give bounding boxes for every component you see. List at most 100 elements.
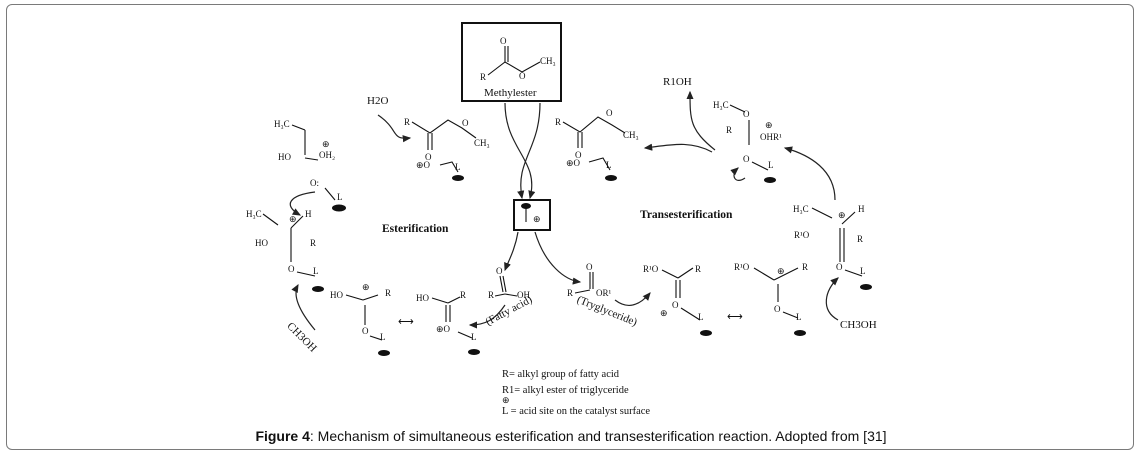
legend: R= alkyl group of fatty acid R1= alkyl e…	[502, 369, 650, 417]
figure-caption: Figure 4: Mechanism of simultaneous este…	[0, 428, 1142, 444]
svg-text:⊕: ⊕	[660, 308, 668, 318]
svg-text:R¹O: R¹O	[734, 262, 750, 272]
svg-text:O: O	[575, 150, 582, 160]
figure-frame	[6, 4, 1134, 450]
protonated-ester-right: R O O CH₃ ⊕O L	[555, 108, 639, 181]
svg-text:R: R	[310, 238, 316, 248]
svg-text:OH₂: OH₂	[319, 150, 335, 160]
svg-text:OH: OH	[517, 290, 530, 300]
transesterification-label: Transesterification	[640, 209, 733, 221]
svg-text:O: O	[743, 154, 750, 164]
svg-text:L: L	[768, 160, 774, 170]
water-label: H2O	[367, 95, 388, 107]
svg-text:⊕: ⊕	[289, 214, 297, 224]
legend-item-l: L = acid site on the catalyst surface	[502, 406, 650, 417]
svg-text:L: L	[471, 332, 477, 342]
svg-text:L: L	[455, 162, 461, 172]
svg-text:O: O	[496, 266, 503, 276]
svg-text:⊕: ⊕	[362, 282, 370, 292]
legend-item-r: R= alkyl group of fatty acid	[502, 369, 620, 380]
caption-label: Figure 4	[255, 428, 310, 444]
protonated-ester-left: R O O CH₃ ⊕O L	[404, 117, 490, 181]
esterification-label: Esterification	[382, 223, 449, 235]
resonance-left: ⟷	[398, 316, 414, 328]
svg-text:HO: HO	[278, 152, 291, 162]
svg-text:O: O	[774, 304, 781, 314]
svg-text:O: O	[836, 262, 843, 272]
methylester-box: O R O CH₃ Methylester	[461, 22, 562, 102]
svg-text:⊕: ⊕	[533, 214, 541, 224]
svg-text:⊕: ⊕	[322, 139, 330, 149]
svg-text:⊕: ⊕	[777, 266, 785, 276]
svg-text:OHR¹: OHR¹	[760, 132, 782, 142]
triglyceride: O R OR¹ (Tryglyceride)	[567, 262, 639, 329]
svg-text:⊕O: ⊕O	[436, 324, 451, 334]
svg-text:H₃C: H₃C	[274, 119, 290, 129]
svg-text:⊕: ⊕	[502, 395, 510, 405]
svg-text:L: L	[698, 312, 704, 322]
fatty-acid: O R OH (Fatty acid)	[484, 266, 535, 328]
svg-text:⊕: ⊕	[765, 120, 773, 130]
svg-text:⊕O: ⊕O	[416, 160, 431, 170]
right-mid-intermediate: H₃C ⊕ H R¹O R O L	[793, 204, 872, 290]
legend-item-r1: R1= alkyl ester of triglyceride	[502, 385, 629, 396]
svg-text:HO: HO	[255, 238, 268, 248]
svg-text:O: O	[288, 264, 295, 274]
svg-text:O:: O:	[310, 178, 319, 188]
svg-text:CH₃: CH₃	[540, 56, 556, 66]
caption-text: : Mechanism of simultaneous esterificati…	[309, 428, 887, 444]
triglyceride-label: (Tryglyceride)	[575, 294, 639, 329]
svg-text:H₃C: H₃C	[246, 209, 262, 219]
svg-text:L: L	[860, 266, 866, 276]
svg-text:R: R	[555, 117, 561, 127]
resonance-right: ⟷	[727, 311, 743, 323]
svg-text:L: L	[337, 192, 343, 202]
svg-text:R: R	[480, 72, 486, 82]
svg-text:O: O	[519, 71, 526, 81]
svg-text:⊕: ⊕	[838, 210, 846, 220]
svg-text:CH₃: CH₃	[474, 138, 490, 148]
svg-text:O: O	[462, 118, 469, 128]
svg-text:O: O	[586, 262, 593, 272]
svg-text:O: O	[425, 152, 432, 162]
svg-text:O: O	[606, 108, 613, 118]
svg-text:R: R	[726, 125, 732, 135]
svg-text:⊕O: ⊕O	[566, 158, 581, 168]
methanol-right-label: CH3OH	[840, 319, 877, 331]
svg-text:L: L	[606, 160, 612, 170]
svg-text:O: O	[362, 326, 369, 336]
alcohol-label: R1OH	[663, 76, 692, 88]
svg-text:R: R	[385, 288, 391, 298]
svg-text:L: L	[313, 266, 319, 276]
svg-text:R: R	[404, 117, 410, 127]
bottom-left-carbocation: HO ⊕ R O L	[330, 282, 391, 356]
catalyst-site: ⊕	[513, 199, 551, 231]
svg-text:R: R	[802, 262, 808, 272]
svg-text:O: O	[743, 109, 750, 119]
svg-text:CH₃: CH₃	[623, 130, 639, 140]
svg-text:R: R	[567, 288, 573, 298]
svg-text:O: O	[672, 300, 679, 310]
bottom-right-protonated-ester: R¹O R O ⊕ L	[643, 264, 712, 336]
svg-text:HO: HO	[330, 290, 343, 300]
svg-text:HO: HO	[416, 293, 429, 303]
bottom-right-carbocation: R¹O ⊕ R O L	[734, 262, 808, 336]
svg-text:R: R	[460, 290, 466, 300]
svg-text:R¹O: R¹O	[794, 230, 810, 240]
svg-text:R: R	[695, 264, 701, 274]
svg-text:O: O	[500, 36, 507, 46]
right-top-intermediate: H₃C O R OHR¹ ⊕ O L	[713, 100, 782, 183]
svg-text:R: R	[857, 234, 863, 244]
svg-text:R: R	[488, 290, 494, 300]
methylester-label: Methylester	[484, 87, 537, 99]
svg-text:L: L	[796, 312, 802, 322]
svg-text:R¹O: R¹O	[643, 264, 659, 274]
svg-text:H₃C: H₃C	[713, 100, 729, 110]
svg-text:H₃C: H₃C	[793, 204, 809, 214]
methanol-left-label: CH3OH	[284, 320, 318, 354]
svg-text:H: H	[858, 204, 865, 214]
left-top-intermediate: H₃C HO OH₂ ⊕ O: L	[274, 119, 346, 212]
svg-text:L: L	[380, 332, 386, 342]
bottom-left-protonated-acid: HO R ⊕O L	[416, 290, 480, 355]
